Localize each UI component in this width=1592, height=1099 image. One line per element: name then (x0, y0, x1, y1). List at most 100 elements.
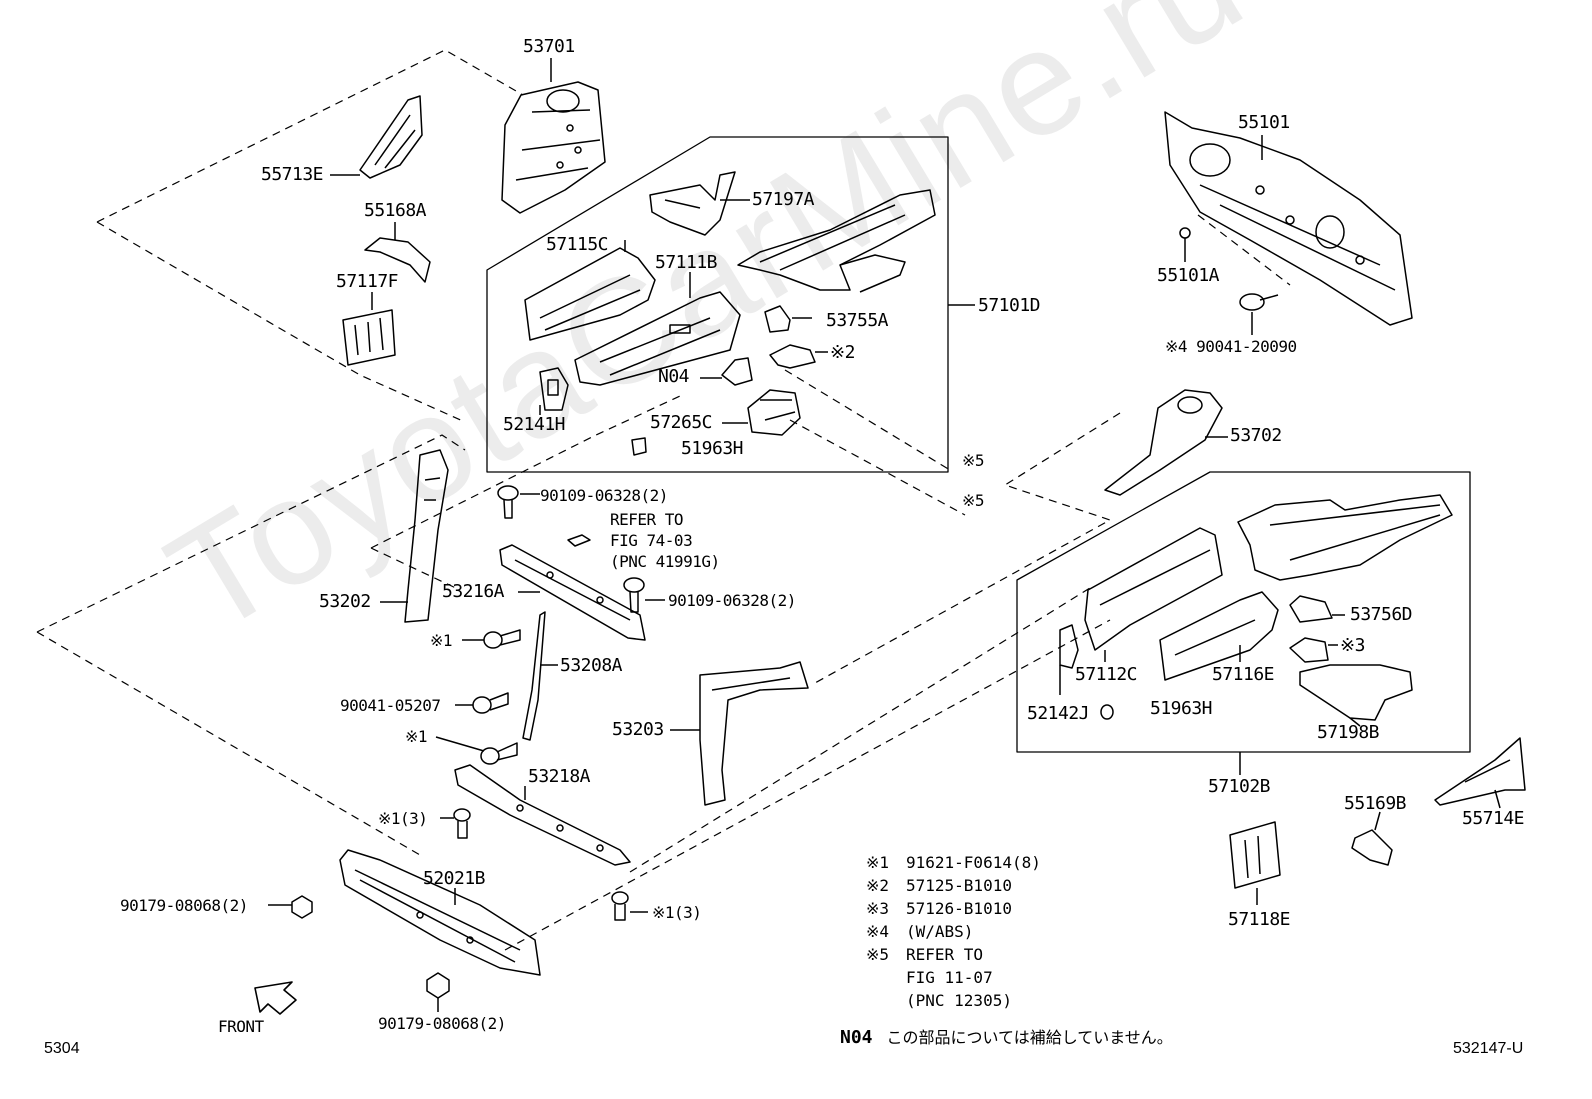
part-57116e-shape (1159, 591, 1279, 681)
label-note1-b: ※1 (405, 727, 428, 746)
label-57102b: 57102B (1208, 776, 1271, 797)
part-90179-b-shape (426, 972, 450, 999)
part-57125-shape (769, 344, 816, 369)
part-53208a-shape (522, 611, 546, 741)
part-91621-d-shape (611, 891, 629, 921)
label-refer-to: REFER TO (610, 510, 684, 529)
part-53755a-shape (764, 305, 791, 333)
label-note3: ※3 (1340, 635, 1365, 656)
part-51963h-a-shape (631, 437, 647, 456)
label-note1-3b: ※1(3) (652, 903, 702, 922)
legend-mark: ※1 (866, 853, 890, 872)
part-rail-upper-shape (737, 189, 936, 293)
label-n04: N04 (658, 366, 690, 387)
note-code: N04 (840, 1027, 873, 1048)
label-90179-a: 90179-08068(2) (120, 896, 248, 915)
part-52021b-shape (339, 849, 541, 976)
label-note5-b: ※5 (962, 491, 985, 510)
label-90041-20090: ※4 90041-20090 (1165, 337, 1297, 356)
legend-mark: ※2 (866, 876, 890, 895)
part-90109-a-shape (497, 485, 519, 519)
label-57118e: 57118E (1228, 909, 1291, 930)
part-53203-shape (699, 661, 809, 806)
part-52141h-shape (539, 367, 569, 411)
part-57112c-shape (1084, 527, 1223, 651)
note-text: この部品については補給していません。 (886, 1028, 1173, 1047)
legend-row: ※3 57126-B1010 (866, 897, 1041, 920)
label-90109-b: 90109-06328(2) (668, 591, 796, 610)
part-91621-b-shape (480, 742, 518, 765)
label-55101a: 55101A (1157, 265, 1220, 286)
assembly-box-57102b (1016, 471, 1471, 753)
label-note2: ※2 (830, 342, 855, 363)
part-91621-a-shape (483, 629, 521, 649)
legend-text: REFER TO FIG 11-07 (PNC 12305) (906, 945, 1012, 1010)
label-note1-3a: ※1(3) (378, 809, 428, 828)
part-57126-shape (1289, 637, 1329, 663)
n04-note: N04 この部品については補給していません。 (840, 1024, 1173, 1048)
part-90179-a-shape (291, 895, 313, 919)
dashed-guide-lines (36, 49, 1291, 951)
legend-text: (W/ABS) (906, 922, 974, 941)
part-55101-shape (1164, 111, 1413, 326)
label-51963h-b: 51963H (1150, 698, 1213, 719)
legend-mark: ※3 (866, 899, 890, 918)
label-53701: 53701 (523, 36, 575, 57)
legend-mark: ※4 (866, 922, 890, 941)
part-55713e-shape (359, 95, 423, 179)
label-57115c: 57115C (546, 234, 609, 255)
label-53755a: 53755A (826, 310, 889, 331)
label-refer-pnc: (PNC 41991G) (610, 552, 720, 571)
part-53202-shape (404, 449, 449, 623)
label-55714e: 55714E (1462, 808, 1525, 829)
legend-mark: ※5 (866, 945, 890, 964)
part-53702-shape (1104, 389, 1223, 496)
label-front: FRONT (218, 1017, 264, 1036)
part-n04-shape (721, 357, 753, 386)
label-55169b: 55169B (1344, 793, 1407, 814)
part-51963h-b-shape (1100, 704, 1114, 720)
label-57197a: 57197A (752, 189, 815, 210)
label-53702: 53702 (1230, 425, 1282, 446)
part-55714e-shape (1434, 737, 1526, 806)
legend-row: ※5 REFER TO FIG 11-07 (PNC 12305) (866, 943, 1041, 1012)
part-90041-20090-shape (1239, 293, 1279, 311)
legend-text: 57126-B1010 (906, 899, 1012, 918)
page-number: 5304 (44, 1040, 80, 1057)
label-55168a: 55168A (364, 200, 427, 221)
figure-code: 532147-U (1453, 1040, 1524, 1057)
legend-row: ※4 (W/ABS) (866, 920, 1041, 943)
part-90041-05207-shape (472, 692, 509, 714)
label-note1-a: ※1 (430, 631, 453, 650)
label-57198b: 57198B (1317, 722, 1380, 743)
part-57115c-shape (524, 247, 656, 341)
part-55168a-shape (364, 237, 431, 283)
label-52021b: 52021B (423, 868, 486, 889)
legend-row: ※2 57125-B1010 (866, 874, 1041, 897)
label-51963h-a: 51963H (681, 438, 744, 459)
label-52141h: 52141H (503, 414, 566, 435)
label-refer-fig: FIG 74-03 (610, 531, 693, 550)
part-55169b-shape (1351, 829, 1393, 866)
part-57117f-shape (342, 309, 396, 366)
part-52142j-shape (1059, 624, 1079, 669)
label-90109-a: 90109-06328(2) (540, 486, 668, 505)
label-53218a: 53218A (528, 766, 591, 787)
legend-text: 91621-F0614(8) (906, 853, 1041, 872)
refer-fig74-shape (567, 534, 591, 547)
label-90179-b: 90179-08068(2) (378, 1014, 506, 1033)
part-91621-c-shape (453, 808, 471, 839)
part-57198b-shape (1299, 664, 1413, 721)
part-57111b-shape (574, 291, 741, 386)
label-note5-a: ※5 (962, 451, 985, 470)
legend-text: 57125-B1010 (906, 876, 1012, 895)
label-57101d: 57101D (978, 295, 1041, 316)
part-53218a-shape (454, 764, 631, 866)
part-57118e-shape (1229, 821, 1281, 889)
legend-row: ※1 91621-F0614(8) (866, 851, 1041, 874)
front-arrow-icon (254, 981, 297, 1015)
label-53208a: 53208A (560, 655, 623, 676)
label-57265c: 57265C (650, 412, 713, 433)
label-55713e: 55713E (261, 164, 324, 185)
